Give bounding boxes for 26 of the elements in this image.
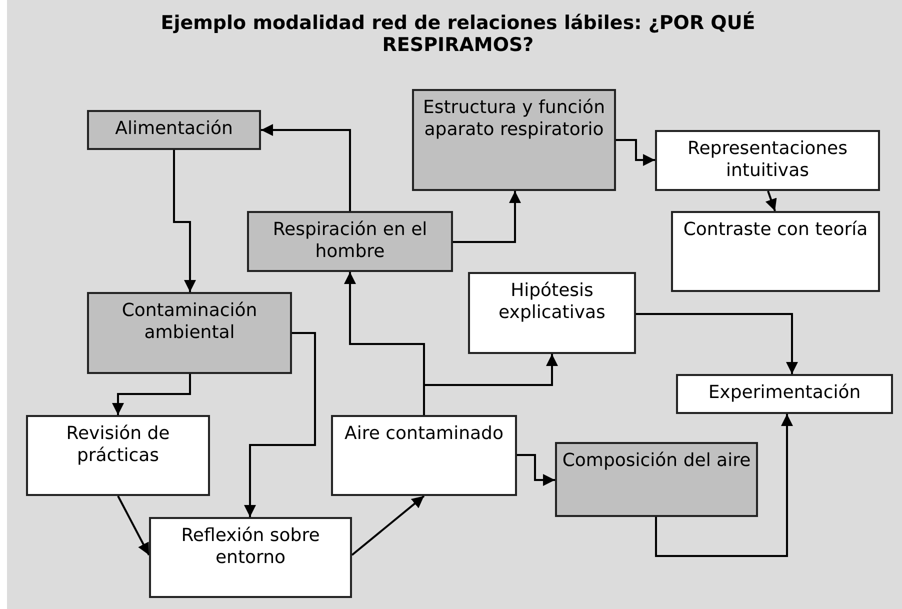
concept-box: Contraste con teoría <box>671 211 880 292</box>
arrow <box>173 150 196 292</box>
arrow <box>616 139 655 166</box>
arrow <box>261 124 351 211</box>
arrow <box>453 191 521 243</box>
arrow <box>655 414 793 557</box>
arrow <box>244 332 316 517</box>
concept-box: Experimentación <box>676 374 893 414</box>
arrow <box>112 374 191 415</box>
concept-box: Alimentación <box>87 110 261 150</box>
concept-box: Representaciones intuitivas <box>655 130 880 191</box>
concept-box: Composición del aire <box>555 442 758 517</box>
concept-box: Aire contaminado <box>331 415 517 496</box>
arrow <box>636 313 798 374</box>
concept-box: Hipótesis explicativas <box>468 272 636 354</box>
arrow <box>765 190 777 212</box>
diagram-title: Ejemplo modalidad red de relaciones lábiles: ¿POR QUÉ RESPIRAMOS? <box>160 12 756 56</box>
concept-box: Reflexión sobre entorno <box>149 517 352 598</box>
arrow <box>517 454 555 486</box>
concept-box: Revisión de prácticas <box>26 415 210 496</box>
arrow <box>423 354 558 415</box>
arrow <box>351 495 425 556</box>
concept-box: Estructura y función aparato respiratorio <box>412 89 616 191</box>
concept-box: Respiración en el hombre <box>247 211 453 272</box>
concept-box: Contaminación ambiental <box>87 292 292 374</box>
arrow <box>117 496 150 556</box>
